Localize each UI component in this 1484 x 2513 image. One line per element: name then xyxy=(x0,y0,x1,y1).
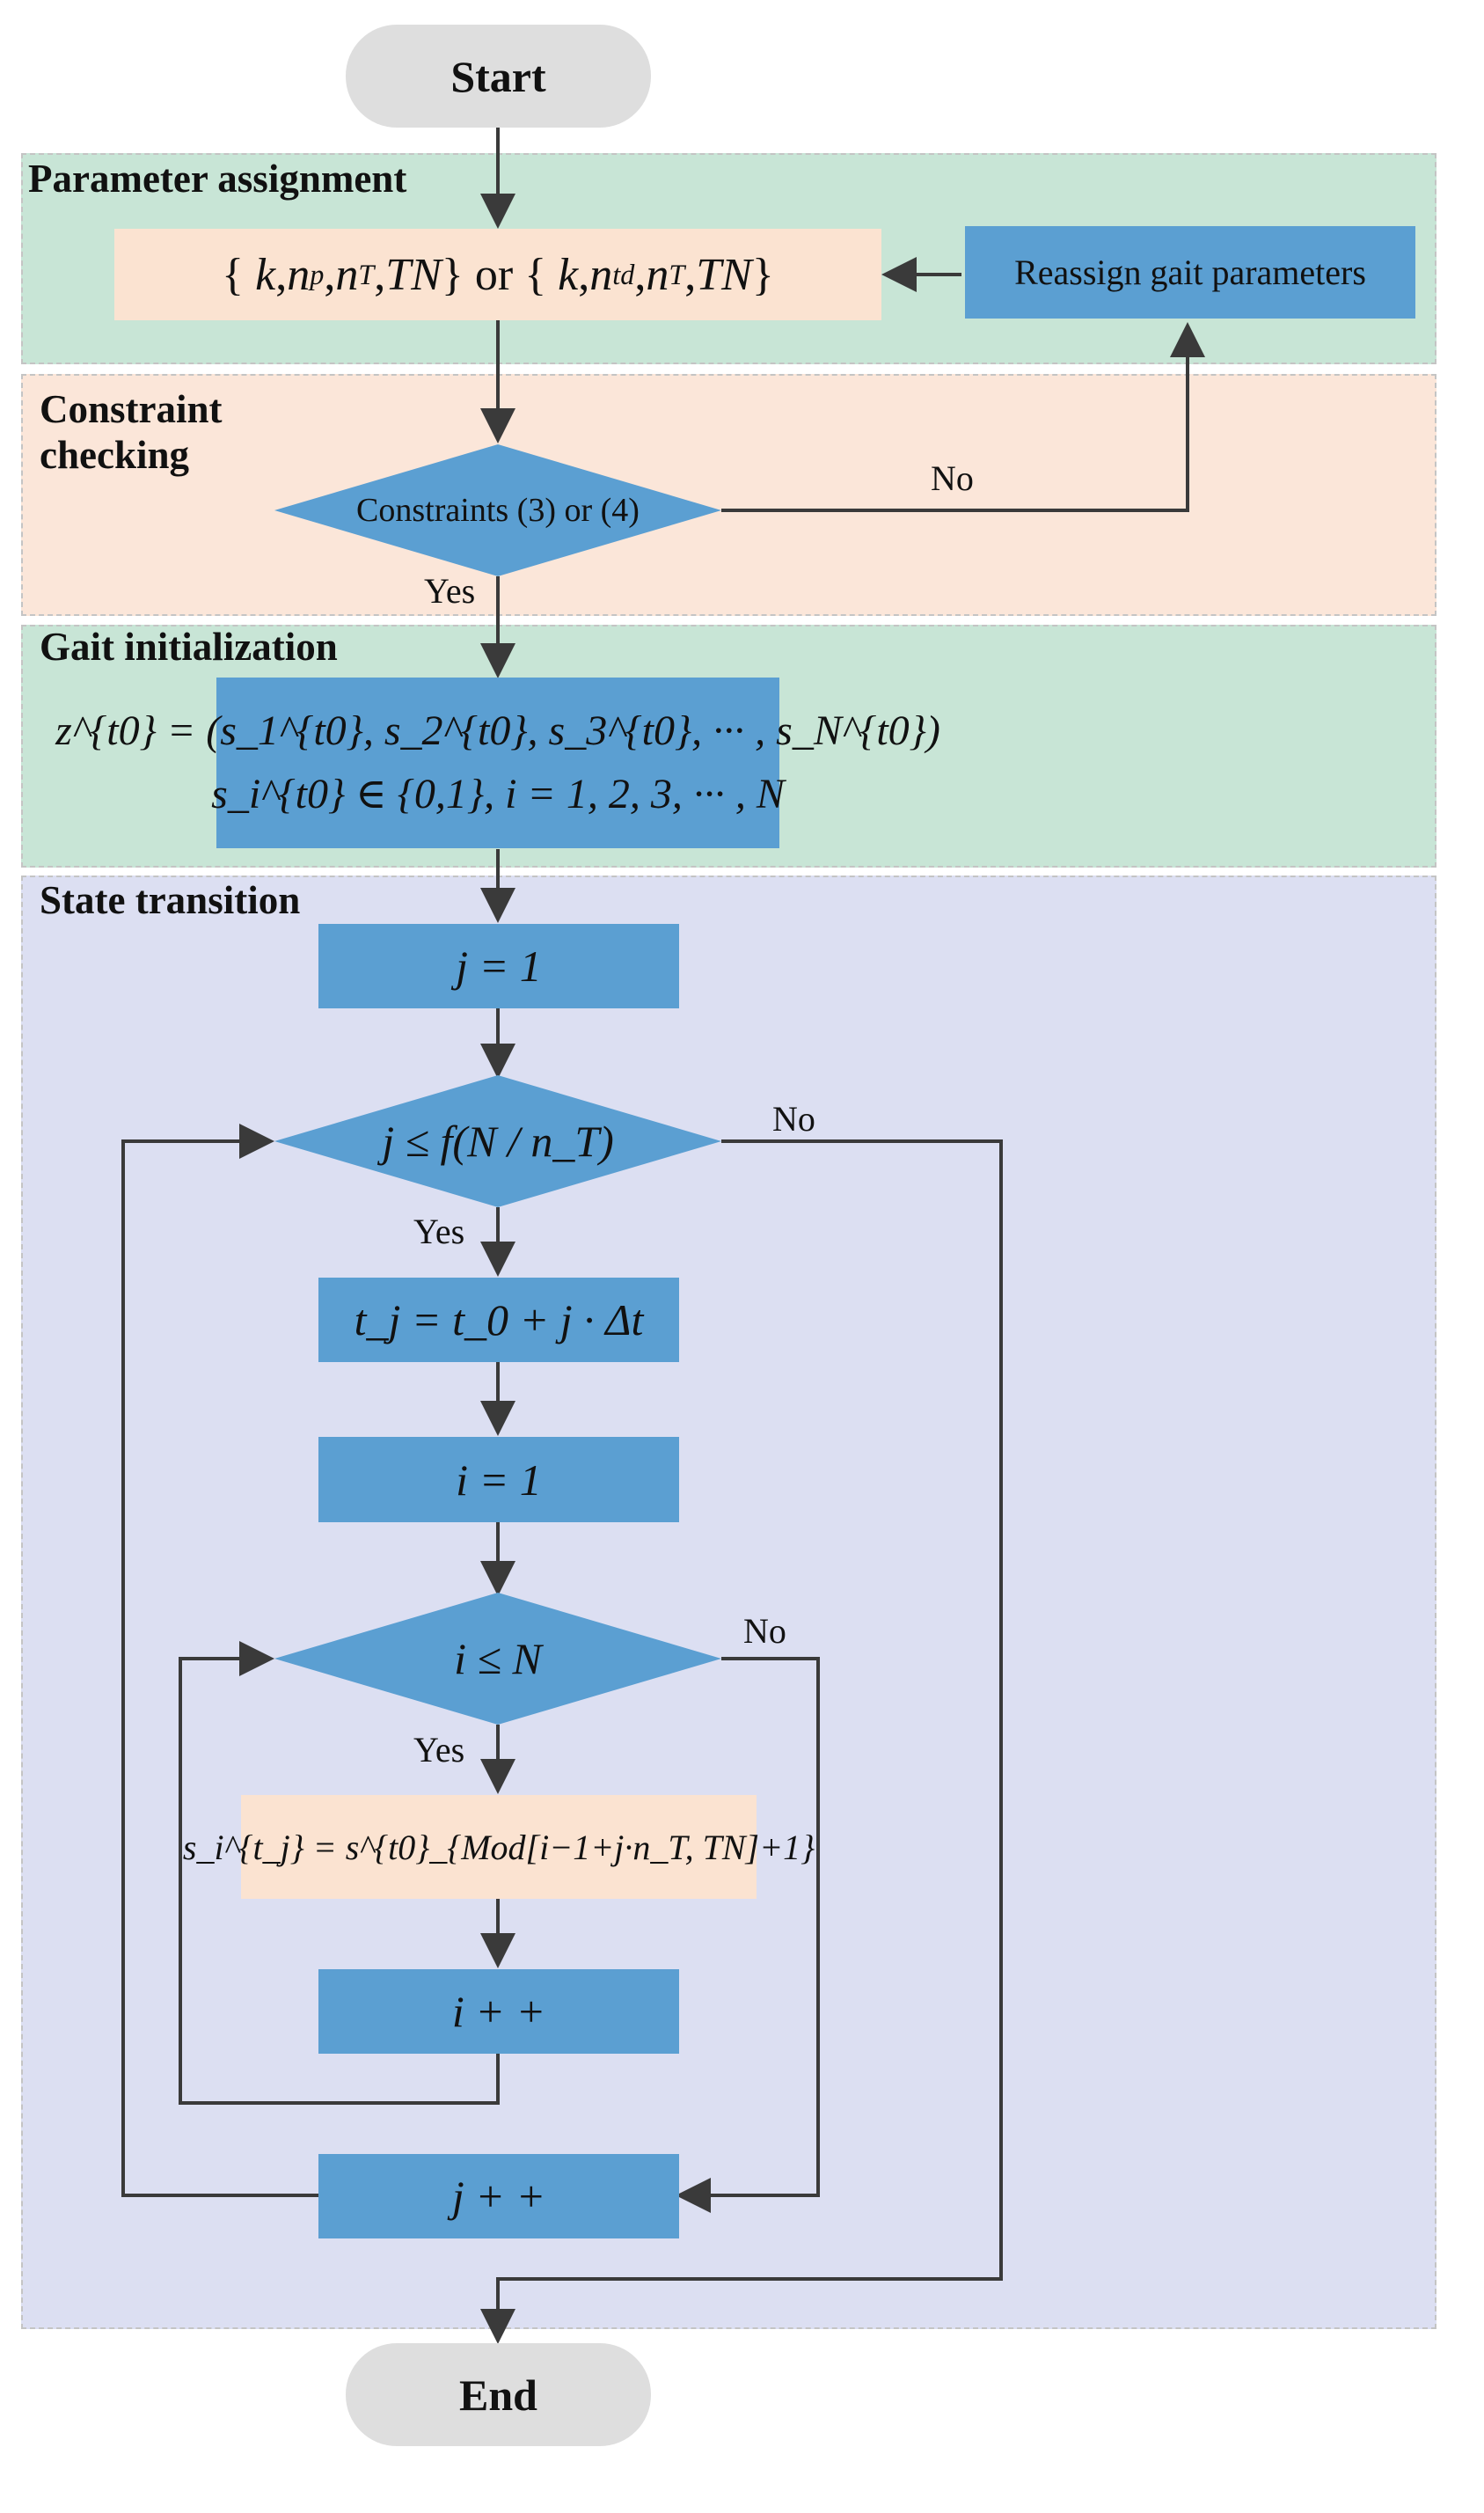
edge-jinc-loop xyxy=(121,1124,318,2197)
param-k: k xyxy=(255,249,276,300)
i-cond-diamond-shape xyxy=(274,1593,721,1725)
param-n3: n xyxy=(589,249,613,300)
j-increment-node: j + + xyxy=(318,2154,679,2238)
init-state-domain: s_i^{t0} ∈ {0,1}, i = 1, 2, 3, ··· , N xyxy=(211,771,785,817)
param-brace-open: { xyxy=(222,249,245,300)
param-comma3: , xyxy=(374,249,386,300)
param-comma5: , xyxy=(634,249,647,300)
param-td: td xyxy=(612,258,635,290)
init-state-vector: z^{t0} = (s_1^{t0}, s_2^{t0}, s_3^{t0}, … xyxy=(55,707,940,754)
param-T2: T xyxy=(669,258,685,290)
param-brace-close: } xyxy=(441,249,464,300)
end-terminal: End xyxy=(346,2343,651,2446)
param-n1: n xyxy=(287,249,311,300)
param-TN2: TN xyxy=(696,249,752,300)
state-transition-section xyxy=(21,876,1436,2329)
edge-label-no-j: No xyxy=(772,1099,815,1139)
edge-label-no-constraints: No xyxy=(931,458,974,498)
constraint-checking-section xyxy=(21,374,1436,616)
edge-label-yes-constraints: Yes xyxy=(424,571,476,611)
constraints-decision-label: Constraints (3) or (4) xyxy=(356,492,640,529)
gait-init-node: z^{t0} = (s_1^{t0}, s_2^{t0}, s_3^{t0}, … xyxy=(55,678,940,848)
param-comma1: , xyxy=(275,249,288,300)
param-brace-open2: { xyxy=(524,249,547,300)
param-k2: k xyxy=(558,249,579,300)
start-terminal: Start xyxy=(346,25,651,128)
param-p: p xyxy=(310,258,325,290)
param-or: or xyxy=(474,249,514,300)
j-condition-label: j ≤ f(N / n_T) xyxy=(382,1117,614,1166)
param-comma2: , xyxy=(324,249,336,300)
j-init-node: j = 1 xyxy=(318,924,679,1008)
edge-iinc-loop xyxy=(179,1641,500,2105)
edge-jcond-no xyxy=(480,1139,1003,2344)
param-TN: TN xyxy=(385,249,442,300)
edge-label-no-i: No xyxy=(743,1611,786,1651)
param-comma4: , xyxy=(578,249,590,300)
edge-icond-no xyxy=(676,1657,820,2213)
section-title-transition: State transition xyxy=(40,878,301,922)
param-n2: n xyxy=(335,249,359,300)
param-T: T xyxy=(358,258,375,290)
section-title-init: Gait initialization xyxy=(40,625,338,669)
t-update-node: t_j = t_0 + j · Δt xyxy=(318,1278,679,1362)
section-title-param: Parameter assignment xyxy=(28,157,407,201)
constraints-diamond-shape xyxy=(274,444,721,576)
i-condition-label: i ≤ N xyxy=(454,1634,542,1683)
i-init-node: i = 1 xyxy=(318,1437,679,1522)
edge-constraints-no xyxy=(721,322,1205,512)
param-n4: n xyxy=(646,249,669,300)
param-brace-close2: } xyxy=(751,249,774,300)
reassign-gait-parameters-node: Reassign gait parameters xyxy=(965,226,1415,319)
edge-label-yes-j: Yes xyxy=(413,1212,465,1251)
edge-label-yes-i: Yes xyxy=(413,1730,465,1769)
section-title-constraint: Constraint checking xyxy=(40,387,223,477)
j-cond-diamond-shape xyxy=(274,1075,721,1207)
param-comma6: , xyxy=(684,249,697,300)
state-update-node: s_i^{t_j} = s^{t0}_{Mod[i−1+j·n_T, TN]+1… xyxy=(183,1795,815,1899)
i-increment-node: i + + xyxy=(318,1969,679,2054)
